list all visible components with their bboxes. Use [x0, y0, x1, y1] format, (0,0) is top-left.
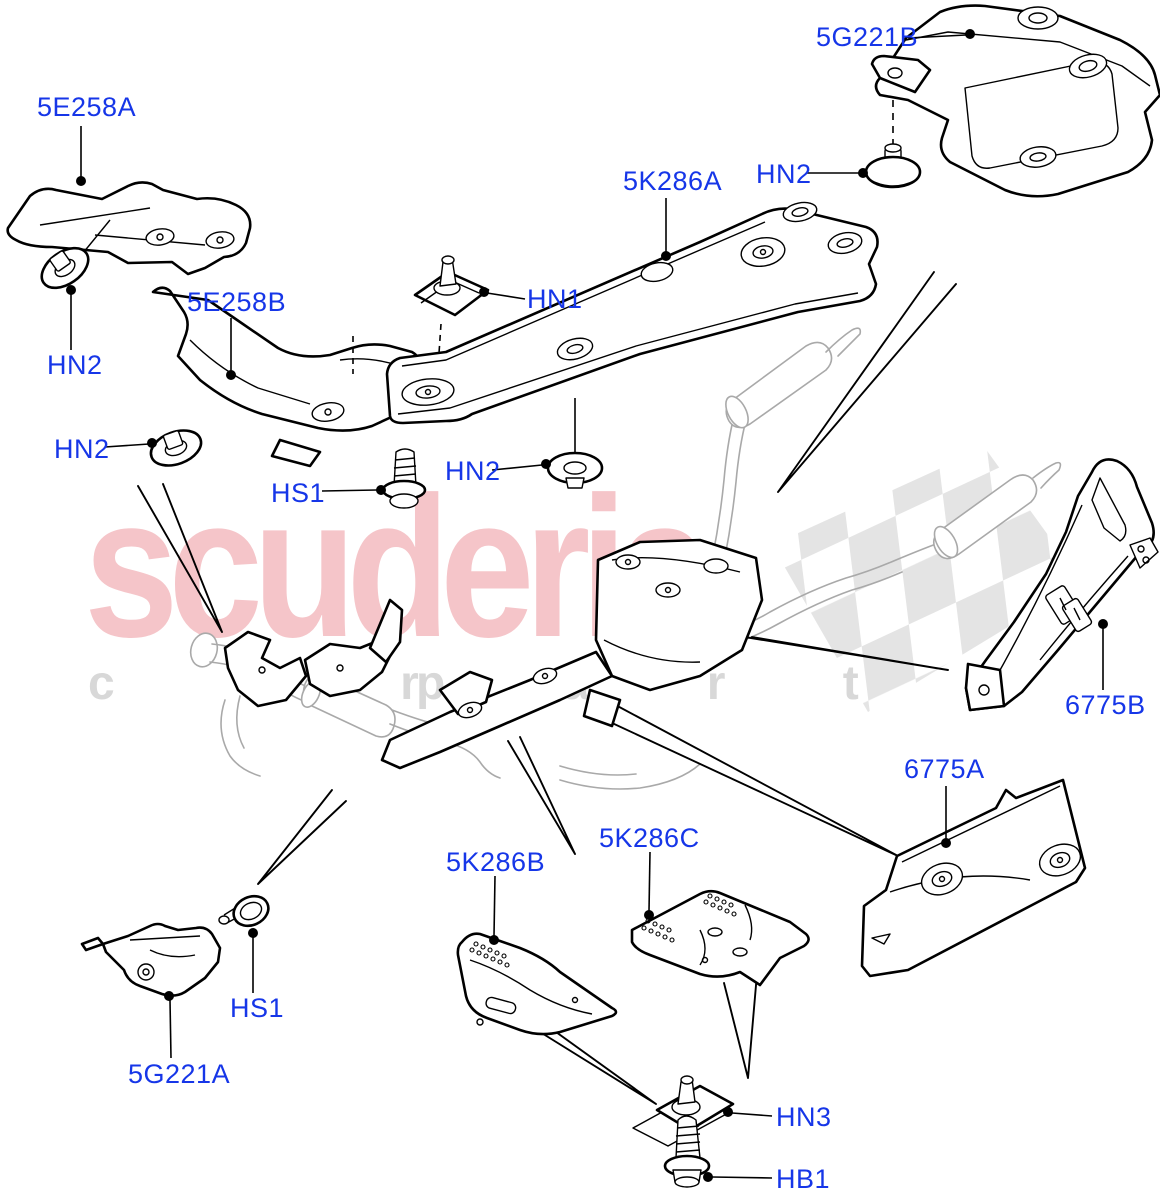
- part-5g221b-drawing: [870, 4, 1160, 198]
- part-label-5e258a: 5E258A: [37, 92, 137, 122]
- fastener-hb1-bolt: [663, 1115, 711, 1188]
- fastener-hn3-clip-nut: [632, 1075, 735, 1147]
- part-6775a-drawing: [860, 778, 1087, 978]
- part-label-hn2-2: HN2: [54, 434, 110, 464]
- part-label-hn2-1: HN2: [47, 350, 103, 380]
- part-5g221a-drawing: [80, 922, 222, 997]
- part-label-5k286b: 5K286B: [446, 847, 546, 877]
- part-5k286b-drawing: [456, 932, 618, 1036]
- part-label-hn1: HN1: [527, 284, 583, 314]
- part-6775b-drawing: [964, 458, 1159, 712]
- part-label-5k286c: 5K286C: [599, 823, 700, 853]
- fastener-hn2-washer-2: [149, 429, 203, 467]
- part-label-hn3: HN3: [776, 1102, 832, 1132]
- part-label-hn2-4: HN2: [756, 159, 812, 189]
- part-label-hs1-upper: HS1: [271, 478, 326, 508]
- fastener-hs1-screw-upper: [381, 448, 427, 509]
- part-label-5e258b: 5E258B: [187, 287, 287, 317]
- part-label-hb1: HB1: [776, 1164, 831, 1194]
- part-label-5k286a: 5K286A: [623, 166, 723, 196]
- fastener-hn2-washer-1: [40, 246, 90, 290]
- fastener-hn2-washer-3: [546, 398, 604, 489]
- part-label-hn2-3: HN2: [445, 456, 501, 486]
- part-5k286c-drawing: [630, 889, 810, 987]
- part-label-6775b: 6775B: [1065, 690, 1146, 720]
- part-5k286a-drawing: [385, 201, 879, 425]
- assembly-mounted-heat-shields: [223, 538, 764, 770]
- part-label-5g221b: 5G221B: [816, 22, 919, 52]
- part-label-6775a: 6775A: [904, 754, 985, 784]
- part-5e258a-drawing: [6, 181, 252, 276]
- part-label-hs1-lower: HS1: [230, 993, 285, 1023]
- fastener-hs1-bolt-lower: [218, 894, 270, 928]
- leader-lines: [66, 29, 1108, 1182]
- part-label-5g221a: 5G221A: [128, 1059, 231, 1089]
- pointer-wedges: [137, 271, 957, 1105]
- fastener-hn2-washer-4: [864, 100, 922, 189]
